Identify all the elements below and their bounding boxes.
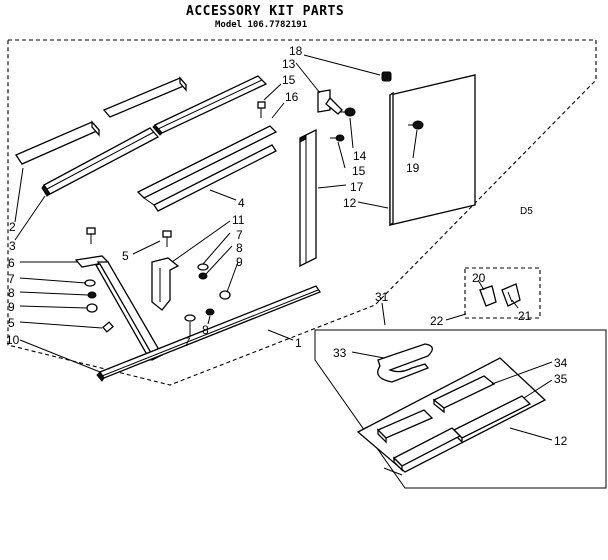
screw-5-center: [162, 230, 172, 247]
callout-20: 20: [472, 271, 486, 285]
main-kit-boundary: [7, 39, 597, 386]
callout-9-left: 9: [8, 300, 15, 314]
clip-21: [501, 283, 521, 307]
callout-12-plate: 12: [554, 434, 568, 448]
callout-5-center: 5: [122, 249, 129, 263]
callout-17: 17: [350, 180, 364, 194]
callout-9-right: 9: [236, 255, 243, 269]
callout-7-right: 7: [236, 228, 243, 242]
screw-15-mid: [330, 134, 345, 142]
angle-rail-lower: [41, 127, 160, 197]
angle-rail-upper: [152, 75, 268, 136]
panel-12: [389, 74, 476, 227]
callout-34: 34: [554, 356, 568, 370]
callout-14: 14: [353, 149, 367, 163]
diagram-code: D5: [520, 206, 533, 217]
gasket-18: [381, 71, 392, 82]
callout-10: 10: [6, 333, 20, 347]
callout-12-panel: 12: [343, 196, 357, 210]
subkit-31-boundary: [314, 329, 607, 489]
bracket-13: [317, 89, 343, 115]
callout-8-right: 8: [236, 241, 243, 255]
rail-top-short: [102, 76, 188, 118]
callout-22: 22: [430, 314, 444, 328]
callout-8-left: 8: [8, 286, 15, 300]
model-number: Model 106.7782191: [215, 20, 307, 30]
callout-21: 21: [518, 309, 532, 323]
foam-block-34-upper: [432, 375, 496, 414]
foam-block-34-left: [376, 409, 434, 444]
rail-left-short: [15, 120, 101, 165]
screw-19: [408, 120, 424, 130]
screw-5-left: [86, 227, 96, 244]
washer-8-bottom: [205, 308, 215, 316]
callout-19: 19: [406, 161, 420, 175]
nut-9-right: [219, 290, 231, 300]
washer-8-right: [198, 272, 208, 280]
callout-11: 11: [232, 213, 245, 227]
callout-33: 33: [333, 346, 347, 360]
screw-15-upper: [257, 101, 266, 118]
callout-35: 35: [554, 372, 568, 386]
base-rail-1: [96, 285, 321, 382]
washer-7-bottom: [184, 314, 196, 322]
diagram-title: ACCESSORY KIT PARTS: [186, 4, 344, 19]
nut-9-left: [86, 303, 98, 313]
callout-7-bottom: 7: [184, 335, 191, 349]
washer-7-left: [84, 279, 96, 287]
leader-lines: [14, 54, 553, 476]
callout-8-bottom: 8: [202, 323, 209, 337]
callout-3: 3: [9, 239, 16, 253]
screw-14: [340, 107, 356, 117]
vertical-angle-17: [299, 128, 317, 268]
channel-strip: [136, 125, 278, 212]
callout-13: 13: [282, 57, 296, 71]
callout-16: 16: [285, 90, 299, 104]
callout-7-left: 7: [8, 272, 15, 286]
subkit-22-boundary: [464, 267, 541, 319]
callout-31: 31: [375, 290, 389, 304]
foam-block-35-lower: [392, 427, 462, 472]
washer-8-left: [87, 291, 97, 299]
callout-6: 6: [8, 256, 15, 270]
callout-labels: 18 13 15 16 14 15 17 12 19 2 3 4 11 7 8 …: [6, 44, 568, 448]
callout-15-upper: 15: [282, 73, 296, 87]
washer-7-right: [197, 263, 209, 271]
callout-1: 1: [295, 336, 302, 350]
base-plate-12: [356, 357, 547, 473]
support-bracket-11: [151, 257, 180, 311]
callout-2: 2: [9, 220, 16, 234]
callout-4: 4: [238, 196, 245, 210]
callout-5-left: 5: [8, 316, 15, 330]
callout-15-mid: 15: [352, 164, 366, 178]
screw-5-lower: [102, 321, 114, 333]
seal-33: [377, 343, 433, 383]
callout-18: 18: [289, 44, 303, 58]
clip-20: [479, 285, 497, 307]
